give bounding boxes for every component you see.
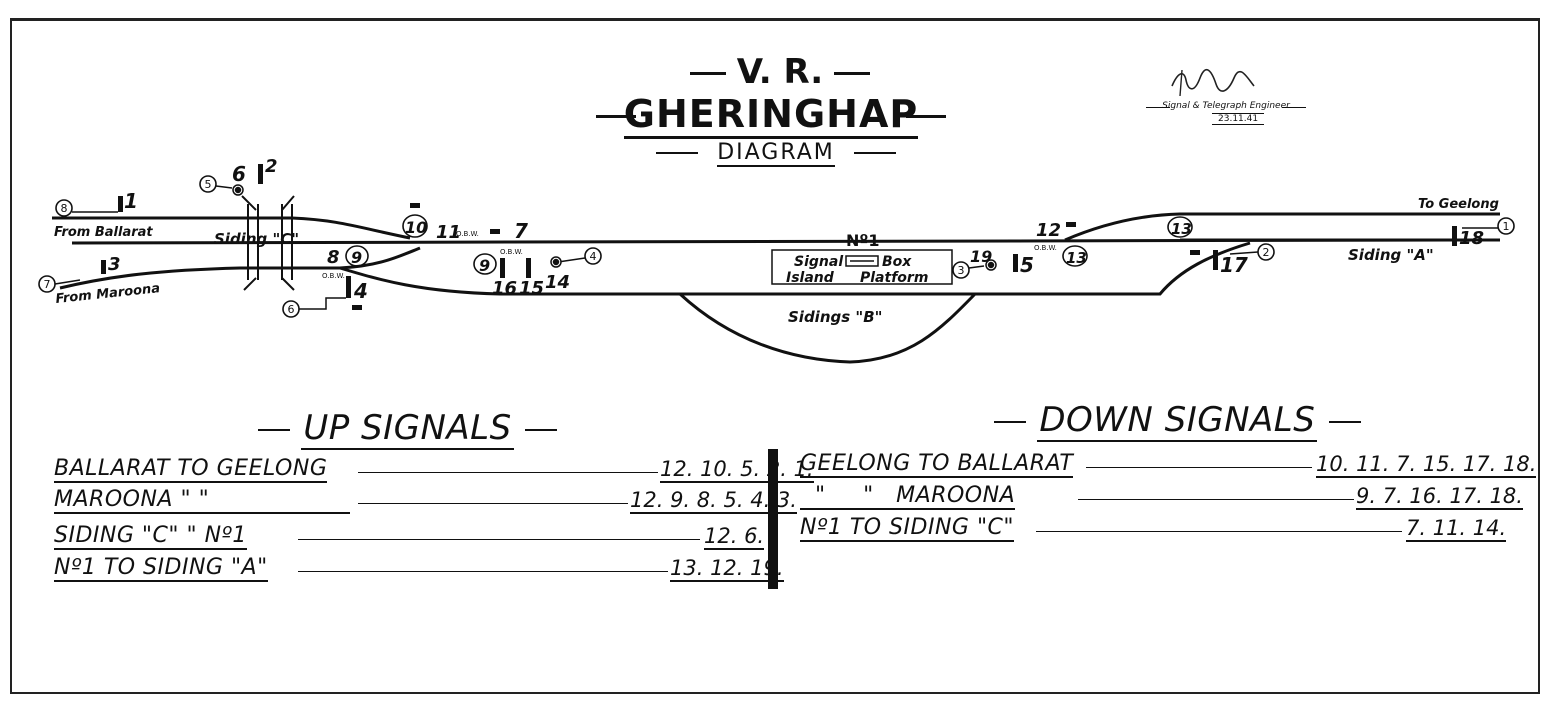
signal-num-5: 5 <box>1020 253 1034 277</box>
track-ballarat <box>52 216 411 240</box>
label-island: Island <box>786 270 835 286</box>
signal-num-15: 15 <box>519 278 544 299</box>
circle-3 <box>952 261 970 279</box>
circle-7-label: 7 <box>44 278 51 291</box>
signal-post-4 <box>346 276 351 298</box>
diagram-sheet <box>10 18 1540 694</box>
signal-num-4: 4 <box>353 279 368 303</box>
signal-num-12a: 12 <box>1036 220 1061 241</box>
engineer-signature <box>1171 68 1255 97</box>
signal-num-9a: 9 <box>351 248 362 267</box>
obw-11: O.B.W. <box>456 230 479 238</box>
label-platform: Platform <box>860 270 928 286</box>
track-diagram: 1 2 3 4 5 6 7 8 <box>38 156 1515 364</box>
label-to-geelong: To Geelong <box>1418 197 1499 212</box>
signal-num-18: 18 <box>1459 228 1484 249</box>
signal-num-13a: 13 <box>1171 220 1192 238</box>
down-seq-2: 9. 7. 16. 17. 18. <box>1356 484 1523 510</box>
signal-num-16: 16 <box>492 278 517 299</box>
signal-num-1: 1 <box>124 189 138 213</box>
circle-5-label: 5 <box>205 178 212 191</box>
circle-4 <box>584 247 602 265</box>
label-box: Box <box>882 254 912 270</box>
up-row-3: SIDING "C" " Nº1 12. 6. <box>54 522 765 552</box>
engineer-role: Signal & Telegraph Engineer <box>1146 101 1306 111</box>
down-row-3: Nº1 TO SIDING "C" 7. 11. 14. <box>800 514 1510 544</box>
engineer-date: 23.11.41 <box>1212 113 1265 125</box>
signal-num-19: 19 <box>970 247 992 266</box>
obw-13: O.B.W. <box>1034 244 1057 252</box>
down-seq-3: 7. 11. 14. <box>1406 516 1507 542</box>
signal-num-8: 8 <box>327 247 340 268</box>
signal-post-18 <box>1452 226 1457 246</box>
label-no1: Nº1 <box>846 231 880 250</box>
down-signals-heading: DOWN SIGNALS <box>994 400 1361 442</box>
signal-post-15 <box>526 258 531 278</box>
up-route-1: BALLARAT TO GEELONG <box>54 456 328 483</box>
down-row-2: " " MAROONA 9. 7. 16. 17. 18. <box>800 482 1523 512</box>
up-row-4: Nº1 TO SIDING "A" 13. 12. 19. <box>54 554 784 584</box>
track-siding-a <box>1064 212 1500 242</box>
label-from-ballarat: From Ballarat <box>54 225 153 240</box>
down-route-1: GEELONG TO BALLARAT <box>800 451 1074 478</box>
up-seq-3: 12. 6. <box>704 524 765 550</box>
signal-post-2 <box>258 164 263 184</box>
signal-num-9b: 9 <box>479 256 490 275</box>
circle-1-label: 1 <box>1503 220 1510 233</box>
signal-num-2: 2 <box>265 156 278 177</box>
up-route-4: Nº1 TO SIDING "A" <box>54 555 268 582</box>
signal-num-10: 10 <box>405 218 427 237</box>
down-seq-1: 10. 11. 7. 15. 17. 18. <box>1316 452 1537 478</box>
down-row-1: GEELONG TO BALLARAT 10. 11. 7. 15. 17. 1… <box>800 450 1537 480</box>
up-row-2: MAROONA " " 12. 9. 8. 5. 4. 3. <box>54 486 797 516</box>
label-siding-c: Siding "C" <box>214 230 299 248</box>
circle-4-label: 4 <box>590 250 597 263</box>
signal-post-16 <box>500 258 505 278</box>
circle-2-label: 2 <box>1263 246 1270 259</box>
label-siding-a: Siding "A" <box>1348 246 1434 264</box>
signal-post-1 <box>118 196 123 212</box>
label-sidings-b: Sidings "B" <box>788 308 882 326</box>
up-signals-heading: UP SIGNALS <box>258 408 557 450</box>
label-signal: Signal <box>794 254 843 270</box>
up-seq-4: 13. 12. 19. <box>670 556 784 582</box>
circle-6-label: 6 <box>288 303 295 316</box>
island-platform <box>771 249 953 285</box>
signal-num-13b: 13 <box>1066 249 1087 267</box>
circle-8 <box>55 199 73 217</box>
signal-num-7: 7 <box>514 219 528 243</box>
obw-9: O.B.W. <box>500 248 523 256</box>
track-maroona <box>59 246 421 290</box>
track-loop <box>339 241 1251 296</box>
table-divider <box>768 449 778 589</box>
railway-title: V. R. <box>690 52 870 92</box>
down-route-2: " " MAROONA <box>800 483 1016 510</box>
track-sidings-b <box>678 292 977 364</box>
up-route-3: SIDING "C" " Nº1 <box>54 523 247 550</box>
signal-box <box>845 255 879 267</box>
station-title: GHERINGHAP <box>596 92 946 139</box>
signal-post-3 <box>101 260 106 274</box>
up-seq-1: 12. 10. 5. 2. 1. <box>660 457 814 483</box>
up-row-1: BALLARAT TO GEELONG 12. 10. 5. 2. 1. <box>54 455 814 485</box>
circle-8-label: 8 <box>61 202 68 215</box>
signal-num-14: 14 <box>545 272 570 293</box>
up-route-2: MAROONA " " <box>54 487 350 514</box>
signal-post-17 <box>1213 250 1218 270</box>
signal-post-5 <box>1013 254 1018 272</box>
signal-num-17: 17 <box>1220 253 1248 277</box>
circle-1 <box>1497 217 1515 235</box>
signal-num-6: 6 <box>232 162 246 186</box>
down-route-3: Nº1 TO SIDING "C" <box>800 515 1015 542</box>
circle-5 <box>199 175 217 193</box>
obw-4: O.B.W. <box>322 272 345 280</box>
circle-3-label: 3 <box>958 264 965 277</box>
circled-markers <box>38 175 1515 318</box>
signal-num-3: 3 <box>108 254 121 275</box>
signal-num-11: 11 <box>436 222 461 243</box>
diagram-subtitle: DIAGRAM <box>656 140 896 167</box>
